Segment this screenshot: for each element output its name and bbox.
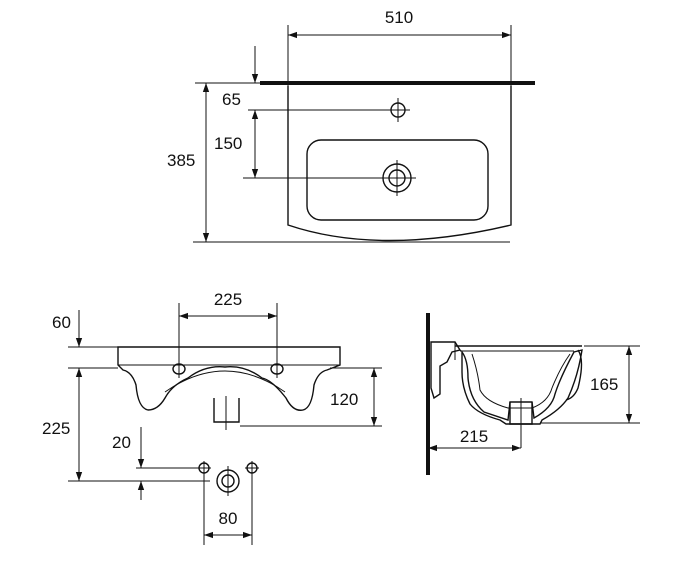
basin-outline-top (287, 86, 512, 242)
label-225-v: 225 (42, 419, 70, 438)
label-165: 165 (590, 375, 618, 394)
bowl-outline (306, 139, 489, 221)
front-view: 225 60 225 120 20 80 (42, 290, 382, 545)
label-65: 65 (222, 90, 241, 109)
label-150: 150 (214, 134, 242, 153)
label-225-h: 225 (214, 290, 242, 309)
back-section (430, 341, 462, 400)
label-80: 80 (219, 509, 238, 528)
side-view: 165 215 (426, 313, 640, 475)
label-215: 215 (460, 427, 488, 446)
label-60: 60 (52, 313, 71, 332)
label-120: 120 (330, 390, 358, 409)
top-view: 510 385 65 150 (167, 8, 535, 243)
label-510: 510 (385, 8, 413, 27)
label-385: 385 (167, 151, 195, 170)
basin-outline-front (117, 346, 341, 411)
label-20: 20 (112, 433, 131, 452)
